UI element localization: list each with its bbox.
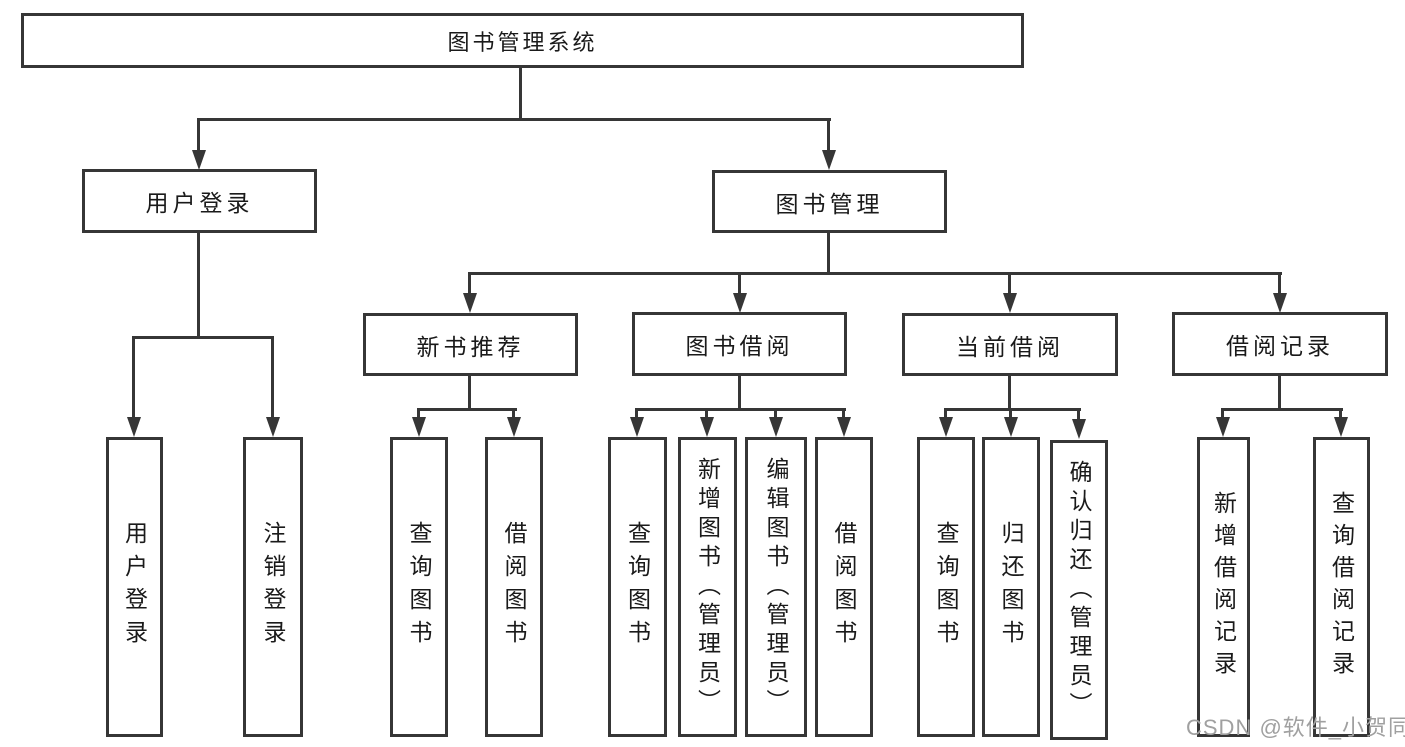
connector-line (132, 336, 274, 339)
arrowhead (266, 417, 280, 437)
connector-line (705, 408, 708, 422)
connector-line (738, 376, 741, 410)
connector-line (635, 408, 846, 411)
leaf-return-books: 归还图书 (982, 437, 1040, 737)
connector-line (635, 408, 638, 422)
node-book-borrowing: 图书借阅 (632, 312, 847, 376)
arrowhead (1216, 417, 1230, 437)
connector-line (1008, 272, 1011, 296)
arrowhead (412, 417, 426, 437)
arrowhead (507, 417, 521, 437)
leaf-add-borrow-record: 新增借阅记录 (1197, 437, 1250, 737)
node-user-login: 用户登录 (82, 169, 317, 233)
arrowhead (630, 417, 644, 437)
leaf-add-books-admin: 新增图书（管理员） (678, 437, 737, 737)
leaf-query-books-recommend: 查询图书 (390, 437, 448, 737)
connector-line (1339, 408, 1342, 422)
leaf-query-books-borrowing: 查询图书 (608, 437, 667, 737)
connector-line (468, 376, 471, 410)
connector-line (1008, 376, 1011, 410)
connector-line (1278, 272, 1281, 296)
connector-line (774, 408, 777, 422)
connector-line (468, 272, 1282, 275)
arrowhead (1273, 293, 1287, 313)
connector-line (197, 118, 200, 152)
leaf-edit-books-admin: 编辑图书（管理员） (745, 437, 807, 737)
leaf-confirm-return-admin: 确认归还（管理员） (1050, 440, 1108, 740)
connector-line (132, 336, 135, 420)
arrowhead (1334, 417, 1348, 437)
connector-line (1221, 408, 1343, 411)
connector-line (827, 118, 830, 152)
arrowhead (1003, 293, 1017, 313)
leaf-query-books-current: 查询图书 (917, 437, 975, 737)
node-new-book-recommend: 新书推荐 (363, 313, 578, 376)
connector-line (1009, 408, 1012, 422)
arrowhead (463, 293, 477, 313)
connector-line (197, 118, 831, 121)
connector-line (944, 408, 1081, 411)
arrowhead (1004, 417, 1018, 437)
node-book-management: 图书管理 (712, 170, 947, 233)
connector-line (468, 272, 471, 296)
connector-line (944, 408, 947, 422)
node-borrowing-records: 借阅记录 (1172, 312, 1388, 376)
arrowhead (700, 417, 714, 437)
connector-line (1278, 376, 1281, 410)
arrowhead (127, 417, 141, 437)
leaf-user-login: 用户登录 (106, 437, 163, 737)
leaf-query-borrow-record: 查询借阅记录 (1313, 437, 1370, 737)
connector-line (1077, 408, 1080, 422)
arrowhead (837, 417, 851, 437)
connector-line (197, 233, 200, 338)
arrowhead (1072, 419, 1086, 439)
connector-line (827, 233, 830, 274)
arrowhead (939, 417, 953, 437)
connector-line (271, 336, 274, 420)
connector-line (1221, 408, 1224, 422)
connector-line (417, 408, 420, 422)
leaf-borrow-books-recommend: 借阅图书 (485, 437, 543, 737)
node-current-borrowing: 当前借阅 (902, 313, 1118, 376)
leaf-borrow-books: 借阅图书 (815, 437, 873, 737)
node-library-management-system: 图书管理系统 (21, 13, 1024, 68)
arrowhead (769, 417, 783, 437)
leaf-logout: 注销登录 (243, 437, 303, 737)
connector-line (512, 408, 515, 422)
connector-line (519, 68, 522, 118)
connector-line (417, 408, 517, 411)
arrowhead (192, 150, 206, 170)
csdn-watermark: CSDN @软件_小贺同学 (1186, 715, 1405, 740)
connector-line (842, 408, 845, 422)
connector-line (738, 272, 741, 296)
arrowhead (822, 150, 836, 170)
arrowhead (733, 293, 747, 313)
